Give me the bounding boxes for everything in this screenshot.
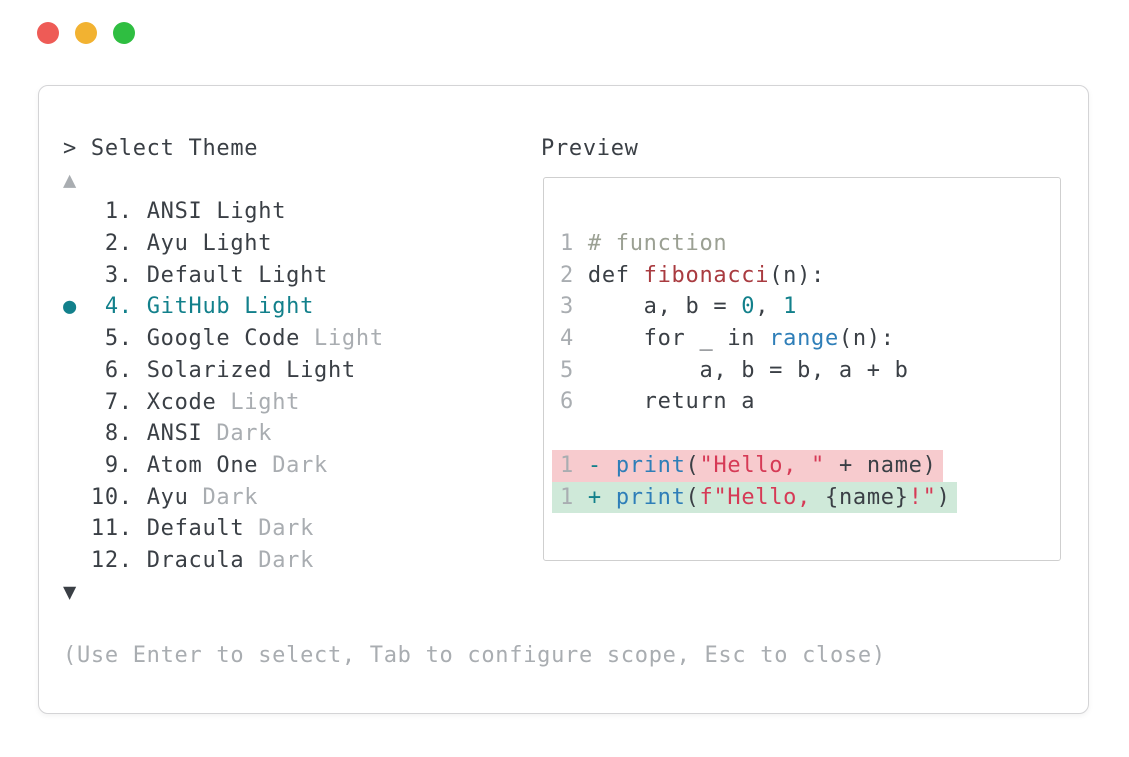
code-line-3: 3 a, b = 0, 1 — [560, 294, 798, 320]
theme-item-xcode-light[interactable]: 7. Xcode Light — [63, 387, 886, 419]
theme-item-google-code-light[interactable]: 5. Google Code Light — [63, 323, 886, 355]
code-blank-line — [560, 418, 957, 450]
theme-item-ayu-dark[interactable]: 10. Ayu Dark — [63, 482, 886, 514]
code-preview: 1 # function 2 def fibonacci(n): 3 a, b = … — [552, 228, 957, 514]
diff-line-removed: 1 - print("Hello, " + name) — [552, 449, 943, 482]
marker-space — [63, 453, 77, 478]
theme-item-ansi-dark[interactable]: 8. ANSI Dark — [63, 418, 886, 450]
help-text: (Use Enter to select, Tab to configure s… — [63, 643, 886, 668]
marker-space — [63, 199, 77, 224]
theme-item-atom-one-dark[interactable]: 9. Atom One Dark — [63, 450, 886, 482]
theme-item-ansi-light[interactable]: 1. ANSI Light — [63, 196, 886, 228]
diff-line-added: 1 + print(f"Hello, {name}!") — [552, 481, 957, 514]
theme-item-solarized-light[interactable]: 6. Solarized Light — [63, 355, 886, 387]
theme-list: > Select Theme ▲ 1. ANSI Light 2. Ayu Li… — [63, 133, 886, 672]
marker-space — [63, 326, 77, 351]
marker-space — [63, 485, 77, 510]
marker-space — [63, 231, 77, 256]
marker-space — [63, 358, 77, 383]
preview-box: 1 # function 2 def fibonacci(n): 3 a, b = … — [543, 177, 1061, 561]
code-line-4: 4 for _ in range(n): — [560, 326, 895, 352]
theme-picker-window: > Select Theme ▲ 1. ANSI Light 2. Ayu Li… — [38, 85, 1089, 714]
marker-space — [63, 263, 77, 288]
marker-space — [63, 516, 77, 541]
code-line-5: 5 a, b = b, a + b — [560, 357, 909, 383]
marker-space — [63, 548, 77, 573]
theme-item-dracula-dark[interactable]: 12. Dracula Dark — [63, 545, 886, 577]
theme-item-default-light[interactable]: 3. Default Light — [63, 260, 886, 292]
code-line-6: 6 return a — [560, 389, 756, 415]
marker-space — [63, 421, 77, 446]
spacer-row — [63, 608, 886, 640]
theme-item-default-dark[interactable]: 11. Default Dark — [63, 513, 886, 545]
scroll-up-icon[interactable]: ▲ — [63, 167, 77, 193]
code-line-2: 2 def fibonacci(n): — [560, 262, 825, 288]
theme-item-ayu-light[interactable]: 2. Ayu Light — [63, 228, 886, 260]
scroll-down-icon[interactable]: ▼ — [63, 579, 77, 605]
code-line-1: 1 # function — [560, 231, 728, 256]
theme-items: 1. ANSI Light 2. Ayu Light 3. Default Li… — [63, 196, 886, 576]
select-theme-prompt: > Select Theme — [63, 136, 259, 161]
marker-space — [63, 390, 77, 415]
selected-bullet-icon: ● — [63, 294, 77, 320]
diff-row: 1 - print("Hello, " + name) — [552, 449, 957, 482]
preview-label: Preview — [541, 136, 639, 161]
traffic-lights — [37, 22, 135, 44]
traffic-light-close-button[interactable] — [37, 22, 59, 44]
traffic-light-minimize-button[interactable] — [75, 22, 97, 44]
traffic-light-zoom-button[interactable] — [113, 22, 135, 44]
diff-row: 1 + print(f"Hello, {name}!") — [552, 481, 957, 514]
theme-item-github-light[interactable]: ● 4. GitHub Light — [63, 294, 315, 320]
